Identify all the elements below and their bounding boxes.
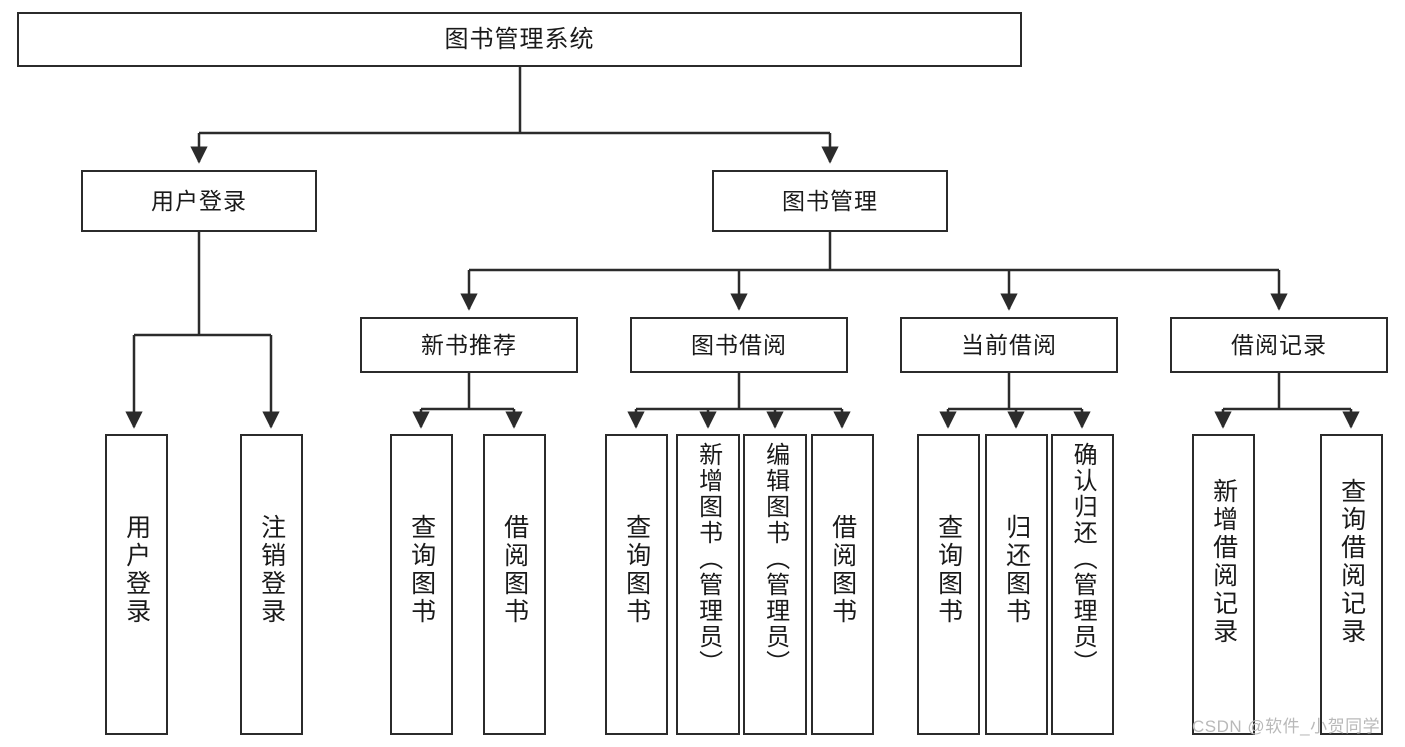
watermark: CSDN @软件_小贺同学 — [1192, 717, 1381, 736]
node-leaf-add-book[interactable]: 新增图书（管理员） — [676, 434, 740, 735]
node-borrow-record-label: 借阅记录 — [1231, 331, 1327, 358]
node-leaf-return-book-label: 归还图书 — [1002, 514, 1031, 626]
node-leaf-query-book-2-label: 查询图书 — [622, 514, 651, 626]
node-book-manage[interactable]: 图书管理 — [712, 170, 948, 232]
node-leaf-add-record[interactable]: 新增借阅记录 — [1192, 434, 1255, 735]
node-leaf-user-login-label: 用户登录 — [122, 514, 151, 626]
node-leaf-borrow-book-1[interactable]: 借阅图书 — [483, 434, 546, 735]
node-current-borrow[interactable]: 当前借阅 — [900, 317, 1118, 373]
node-user-login[interactable]: 用户登录 — [81, 170, 317, 232]
node-root-label: 图书管理系统 — [444, 25, 595, 53]
node-leaf-query-book-3-label: 查询图书 — [934, 514, 963, 626]
node-new-book-recommend[interactable]: 新书推荐 — [360, 317, 578, 373]
node-leaf-confirm-return[interactable]: 确认归还（管理员） — [1051, 434, 1114, 735]
node-book-borrow-label: 图书借阅 — [691, 331, 787, 358]
node-leaf-add-record-label: 新增借阅记录 — [1209, 478, 1238, 646]
node-leaf-query-book-3[interactable]: 查询图书 — [917, 434, 980, 735]
node-leaf-borrow-book-2-label: 借阅图书 — [828, 514, 857, 626]
node-leaf-query-book-1-label: 查询图书 — [407, 514, 436, 626]
node-leaf-edit-book-label: 编辑图书（管理员） — [761, 442, 789, 676]
node-leaf-confirm-return-label: 确认归还（管理员） — [1069, 442, 1097, 676]
node-current-borrow-label: 当前借阅 — [961, 331, 1057, 358]
node-leaf-query-book-2[interactable]: 查询图书 — [605, 434, 668, 735]
node-book-borrow[interactable]: 图书借阅 — [630, 317, 848, 373]
node-user-login-label: 用户登录 — [151, 187, 247, 214]
node-root[interactable]: 图书管理系统 — [17, 12, 1022, 67]
node-borrow-record[interactable]: 借阅记录 — [1170, 317, 1388, 373]
node-leaf-borrow-book-1-label: 借阅图书 — [500, 514, 529, 626]
node-leaf-edit-book[interactable]: 编辑图书（管理员） — [743, 434, 807, 735]
node-leaf-user-login[interactable]: 用户登录 — [105, 434, 168, 735]
node-leaf-logout-label: 注销登录 — [257, 514, 286, 626]
node-leaf-return-book[interactable]: 归还图书 — [985, 434, 1048, 735]
node-leaf-logout[interactable]: 注销登录 — [240, 434, 303, 735]
node-book-manage-label: 图书管理 — [782, 187, 878, 214]
node-leaf-query-book-1[interactable]: 查询图书 — [390, 434, 453, 735]
node-leaf-borrow-book-2[interactable]: 借阅图书 — [811, 434, 874, 735]
node-new-book-recommend-label: 新书推荐 — [421, 331, 517, 358]
node-leaf-add-book-label: 新增图书（管理员） — [694, 442, 722, 676]
node-leaf-query-record-label: 查询借阅记录 — [1337, 478, 1366, 646]
node-leaf-query-record[interactable]: 查询借阅记录 — [1320, 434, 1383, 735]
